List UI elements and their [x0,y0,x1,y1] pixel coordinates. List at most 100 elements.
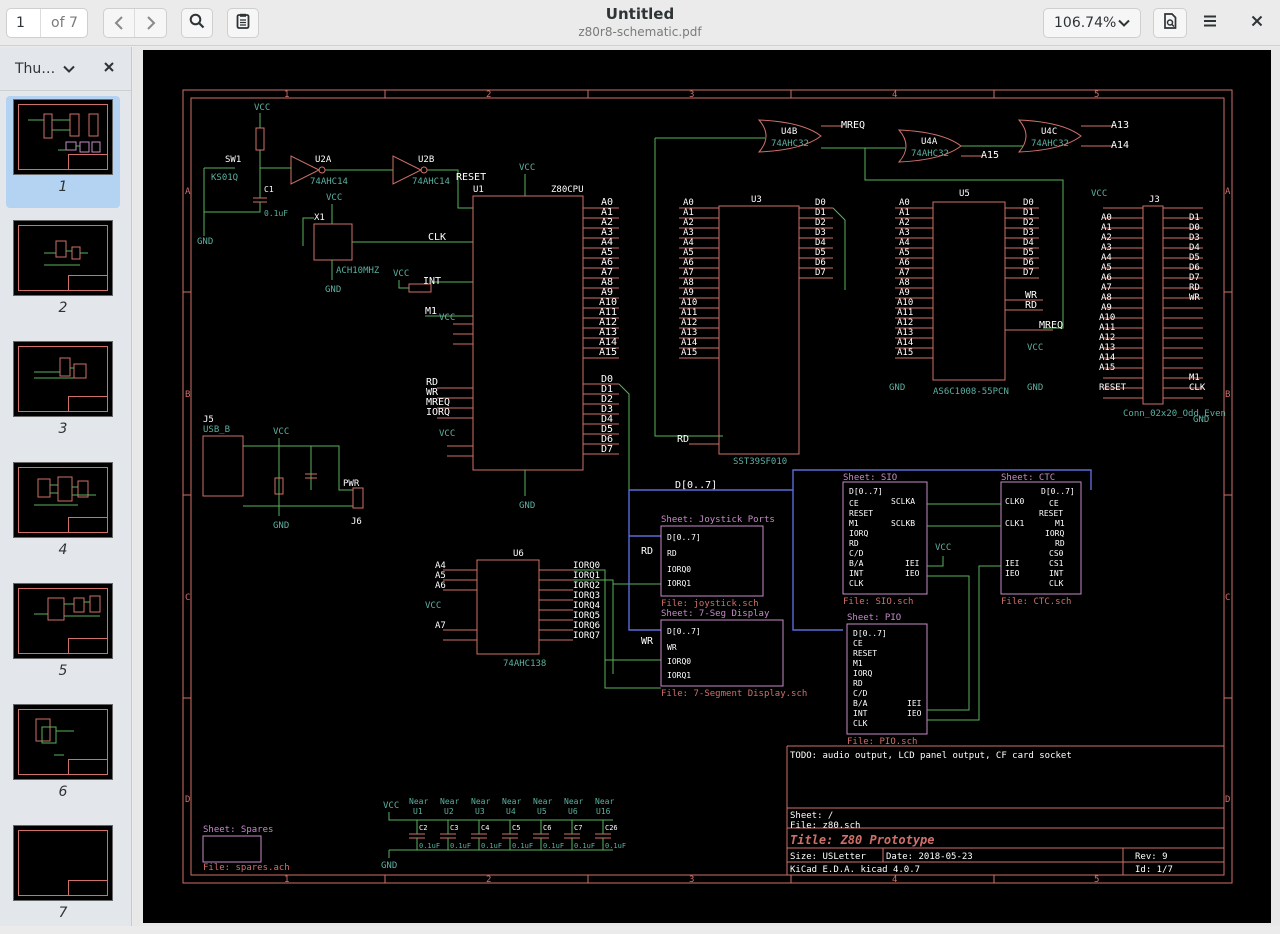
u3-part: SST39SF010 [733,457,787,467]
vcc-label: VCC [273,427,289,437]
page-number-entry[interactable]: 1 of 7 [6,8,88,38]
svg-text:A8: A8 [683,278,694,288]
thumbnail-page-4[interactable]: 4 [6,459,120,571]
row-label: B [185,390,190,400]
near-ref: U6 [568,807,578,816]
svg-text:D7: D7 [815,268,826,278]
near-ref: U1 [413,807,423,816]
svg-text:A1: A1 [899,208,910,218]
svg-text:RD: RD [849,539,859,548]
thumbnail-page-3[interactable]: 3 [6,338,120,450]
page-number-input[interactable]: 1 [7,9,41,37]
svg-text:D1: D1 [601,384,613,395]
x1-part: ACH10MHZ [336,266,380,276]
sheet-name: Sheet: 7-Seg Display [661,609,770,619]
search-icon [189,13,205,33]
search-button[interactable] [181,8,213,38]
svg-text:A5: A5 [899,248,910,258]
svg-text:A7: A7 [601,267,613,278]
close-window-button[interactable] [1240,8,1274,38]
go-previous-icon[interactable] [104,9,136,37]
svg-text:CE: CE [1049,499,1059,508]
go-next-icon[interactable] [135,9,166,37]
border-col-labels: 1 2 3 4 5 1 2 3 4 5 A B C D A B C D [185,90,1231,885]
svg-text:A11: A11 [681,308,697,318]
svg-text:SCLKA: SCLKA [891,497,915,506]
svg-text:A7: A7 [683,268,694,278]
u4c-ref: U4C [1041,127,1057,137]
u5-ref: U5 [959,189,970,199]
cap-ref: C6 [543,824,551,832]
svg-text:A8: A8 [1101,293,1112,303]
rd-label: RD [426,377,438,388]
gnd-label: GND [325,285,341,295]
menu-button[interactable] [1193,8,1227,38]
u6-ref: U6 [513,549,524,559]
cap-value: 0.1uF [574,842,595,850]
svg-text:A3: A3 [1101,243,1112,253]
thumbnail-page-1[interactable]: 1 [6,96,120,208]
rd-label: RD [1025,300,1037,311]
thumbnail-page-2[interactable]: 2 [6,217,120,329]
svg-text:WR: WR [667,643,677,652]
svg-text:IORQ1: IORQ1 [573,571,600,581]
col-label: 3 [689,875,694,885]
thumbnail-page-6[interactable]: 6 [6,701,120,813]
vcc-label: VCC [254,103,270,113]
zoom-dropdown[interactable]: 106.74% [1043,8,1141,38]
sheet-pio: Sheet: PIO File: PIO.sch D[0..7]CERESETM… [846,613,928,747]
mreq-label: MREQ [1039,320,1063,331]
svg-text:A5: A5 [435,571,446,581]
svg-text:D3: D3 [815,228,826,238]
svg-text:A0: A0 [683,198,694,208]
svg-text:A11: A11 [1099,323,1115,333]
svg-text:D6: D6 [1189,263,1200,273]
close-icon[interactable] [101,59,117,79]
thumbnail-image [13,341,113,417]
row-label: B [1225,390,1230,400]
border-inner [190,97,1225,876]
chevron-down-icon[interactable] [62,61,76,80]
svg-text:A9: A9 [683,288,694,298]
gnd-label: GND [1193,415,1209,425]
wr-label: WR [641,636,654,647]
annotations-button[interactable] [227,8,259,38]
svg-text:D2: D2 [815,218,826,228]
sidebar-mode-label[interactable]: Thu… [15,61,56,77]
svg-text:D3: D3 [601,404,613,415]
svg-text:IEO: IEO [907,709,922,718]
sheet-wires [927,503,1001,721]
svg-text:B/A: B/A [853,699,868,708]
j5-ref: J5 [203,415,214,425]
col-label: 5 [1094,90,1099,100]
u2-part: 74AHC14 [310,177,348,187]
thumbnail-page-5[interactable]: 5 [6,580,120,692]
document-properties-button[interactable] [1153,8,1187,38]
svg-text:D5: D5 [1189,253,1200,263]
svg-text:D[0..7]: D[0..7] [853,629,887,638]
row-label: A [185,187,191,197]
svg-text:CLK: CLK [1049,579,1064,588]
col-label: 1 [284,875,289,885]
thumbnail-image [13,99,113,175]
col-label: 1 [284,90,289,100]
svg-text:Near: Near [409,797,428,806]
menu-icon [1203,14,1217,32]
cap-ref: C3 [450,824,458,832]
svg-text:A7: A7 [899,268,910,278]
row-label: C [185,593,190,603]
svg-text:IORQ5: IORQ5 [573,611,600,621]
row-label: D [1225,795,1230,805]
thumbnail-number: 6 [58,784,68,800]
sheet-file: File: CTC.sch [1001,597,1071,607]
svg-text:Near: Near [595,797,614,806]
document-view[interactable]: .b { stroke: #d0706a; fill: none; stroke… [133,47,1280,926]
thumbnail-page-7[interactable]: 7 [6,822,120,934]
svg-text:M1: M1 [849,519,859,528]
j6-ref: J6 [351,517,362,527]
svg-text:D3: D3 [1023,228,1034,238]
gnd-label: GND [381,861,397,871]
flash-u3: U3 SST39SF010 A0A1A2A3A4A5A6A7A8A9A10A11… [677,195,846,467]
cap-ref: C7 [574,824,582,832]
